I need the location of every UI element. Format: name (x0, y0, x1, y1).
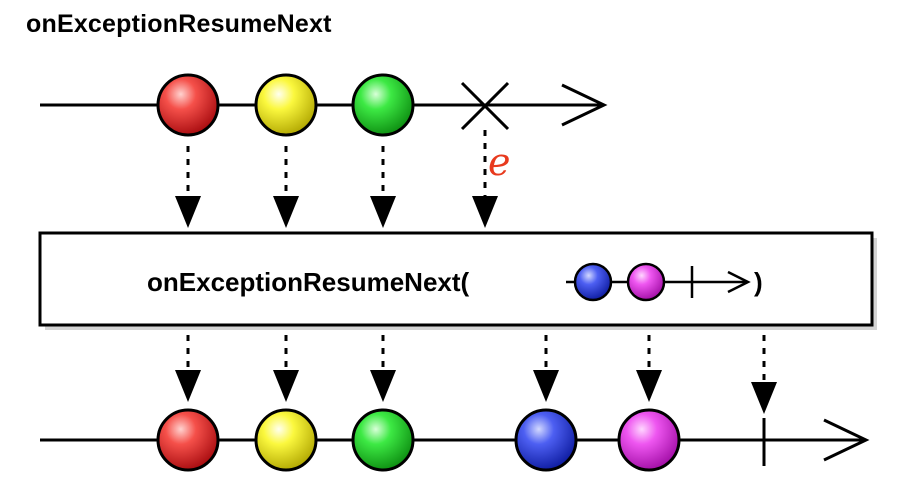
source-marble-red (156, 73, 220, 137)
output-timeline-arrowhead (823, 418, 870, 462)
operator-to-output-arrows (175, 335, 777, 414)
resume-marble-magenta (626, 262, 666, 302)
error-label: e (488, 140, 511, 184)
operator-label: onExceptionResumeNext( (147, 267, 470, 297)
resume-marble-blue (573, 262, 613, 302)
source-marble-yellow (254, 73, 318, 137)
resume-sequence (566, 262, 751, 302)
output-marble-magenta (617, 408, 681, 472)
operator-open-paren: ( (461, 267, 470, 297)
source-timeline-arrowhead (561, 83, 608, 127)
output-marble-blue (514, 408, 578, 472)
operator-name: onExceptionResumeNext (147, 267, 461, 297)
output-marble-yellow (254, 408, 318, 472)
output-marble-red (156, 408, 220, 472)
diagram-title: onExceptionResumeNext (26, 10, 332, 38)
output-marble-green (351, 408, 415, 472)
operator-close-paren: ) (754, 267, 763, 297)
operator-box (38, 231, 874, 327)
source-to-operator-arrows (175, 130, 498, 228)
source-marble-green (351, 73, 415, 137)
source-error-x-icon (460, 81, 510, 131)
